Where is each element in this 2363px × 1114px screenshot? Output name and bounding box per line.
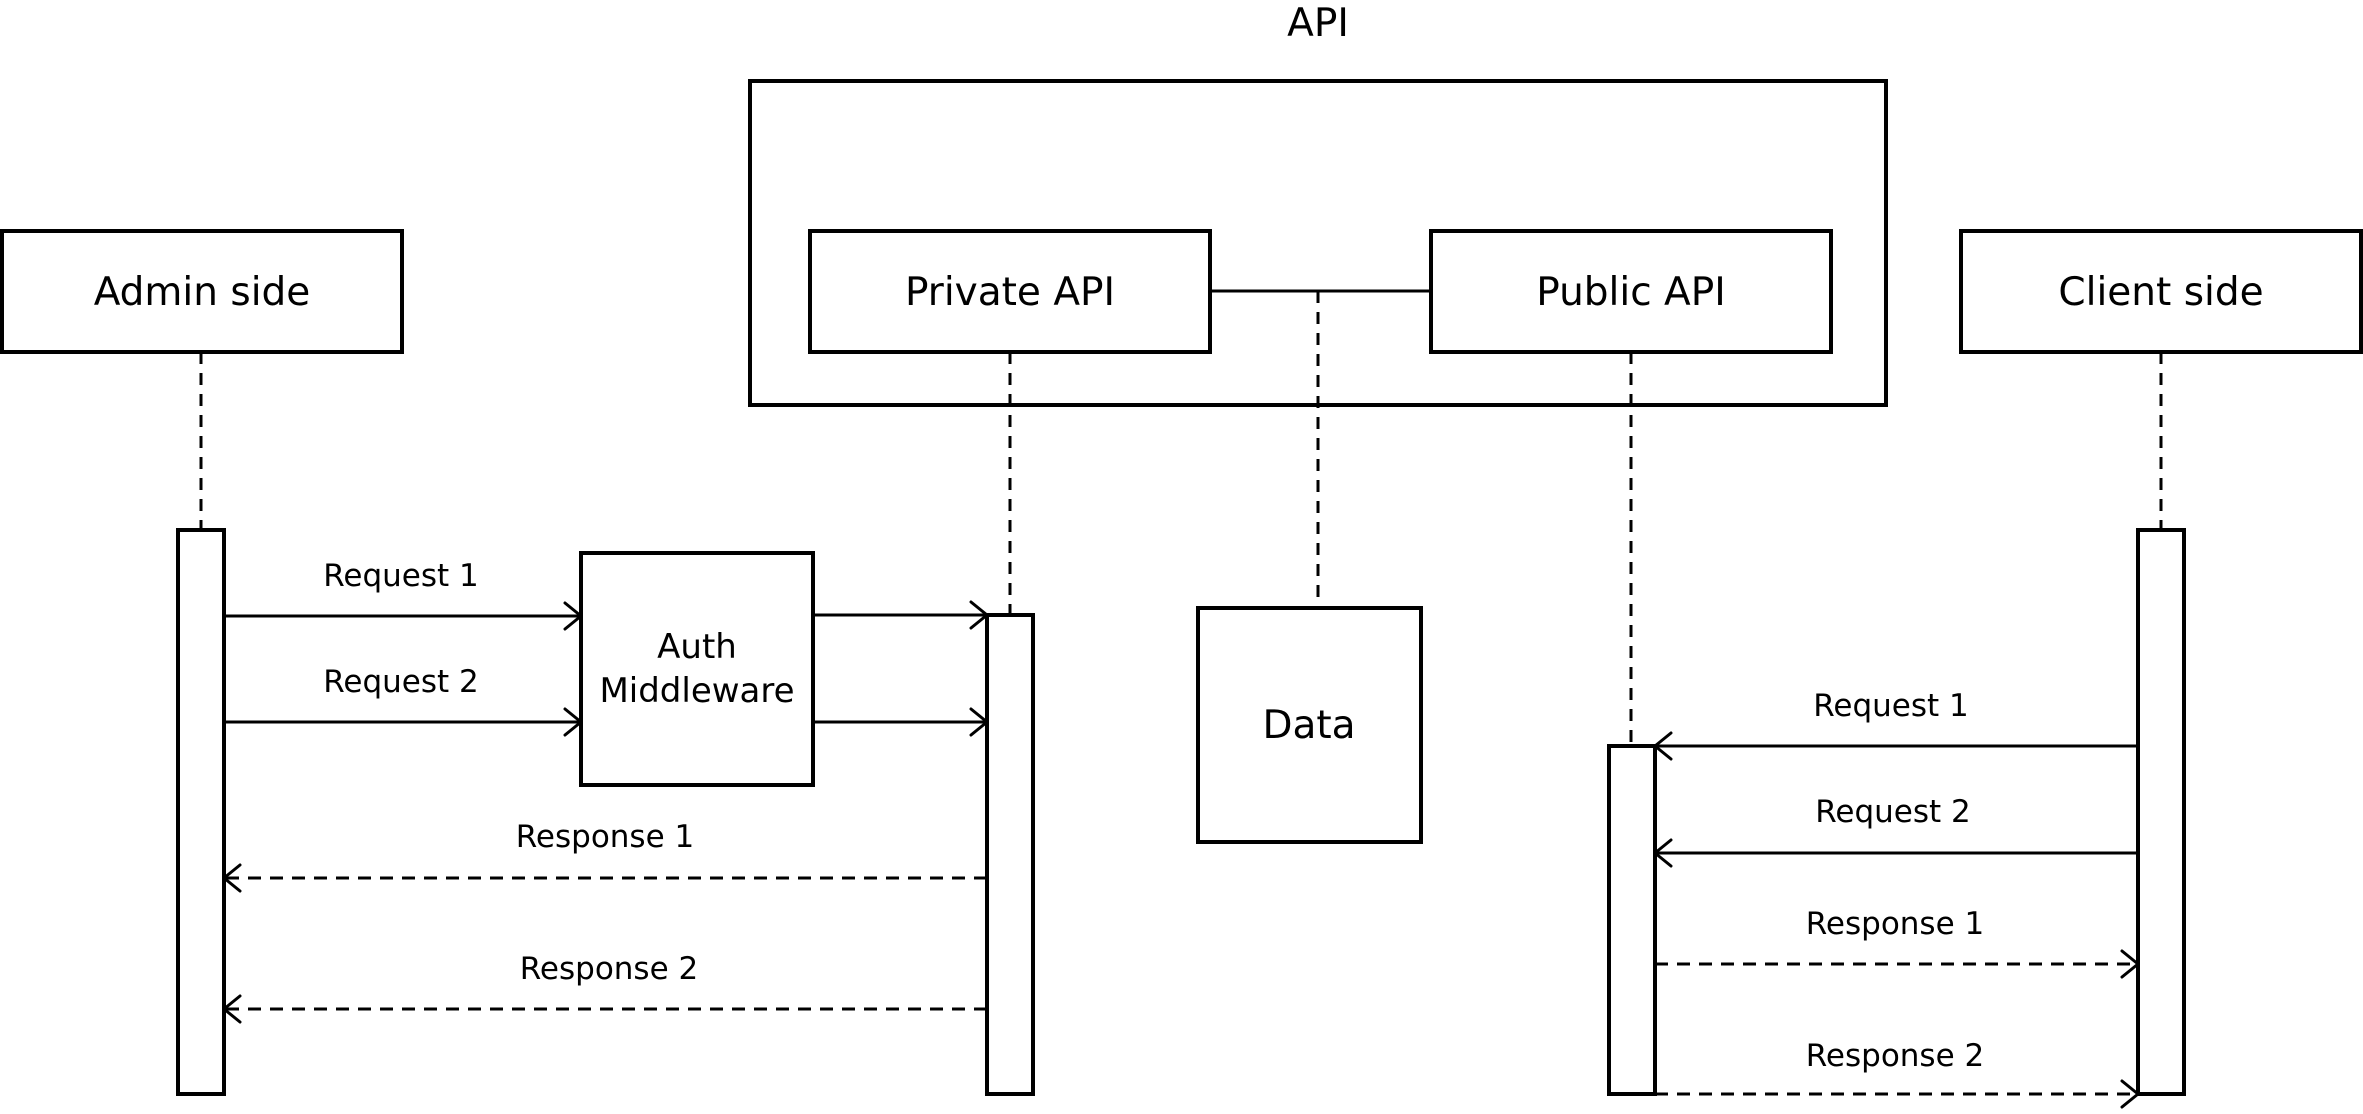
middleware-forward-1-arrowhead (969, 600, 989, 630)
auth-middleware-label-line1: Auth (657, 627, 737, 667)
admin-activation-bar (176, 528, 226, 1096)
client-request-2-label: Request 2 (1815, 794, 1971, 830)
public-api-label: Public API (1536, 270, 1726, 315)
admin-side-label: Admin side (94, 270, 311, 315)
admin-response-1-label: Response 1 (516, 819, 694, 855)
public-api-box (1429, 229, 1833, 354)
admin-side-box (0, 229, 404, 354)
client-response-2-arrowhead (2120, 1079, 2140, 1109)
middleware-forward-2-arrowhead (969, 707, 989, 737)
client-response-1-arrowhead (2120, 949, 2140, 979)
public-api-activation-bar (1607, 744, 1657, 1096)
client-response-1-label: Response 1 (1806, 906, 1984, 942)
auth-middleware-box (579, 551, 815, 787)
client-side-label: Client side (2058, 270, 2263, 315)
client-response-2-label: Response 2 (1806, 1038, 1984, 1074)
client-request-1-arrowhead (1653, 731, 1673, 761)
api-group-title: API (1287, 1, 1349, 46)
private-api-box (808, 229, 1212, 354)
auth-middleware-label-line2: Middleware (599, 671, 794, 711)
private-api-label: Private API (905, 270, 1115, 315)
data-label: Data (1262, 703, 1355, 748)
data-box (1196, 606, 1423, 844)
client-request-2-arrowhead (1653, 838, 1673, 868)
client-activation-bar (2136, 528, 2186, 1096)
client-request-1-label: Request 1 (1813, 688, 1969, 724)
admin-request-1-label: Request 1 (323, 558, 479, 594)
admin-request-1-arrowhead (563, 601, 583, 631)
admin-request-2-label: Request 2 (323, 664, 479, 700)
private-api-activation-bar (985, 613, 1035, 1096)
admin-request-2-arrowhead (563, 707, 583, 737)
admin-response-2-label: Response 2 (520, 951, 698, 987)
admin-response-2-arrowhead (222, 994, 242, 1024)
admin-response-1-arrowhead (222, 863, 242, 893)
